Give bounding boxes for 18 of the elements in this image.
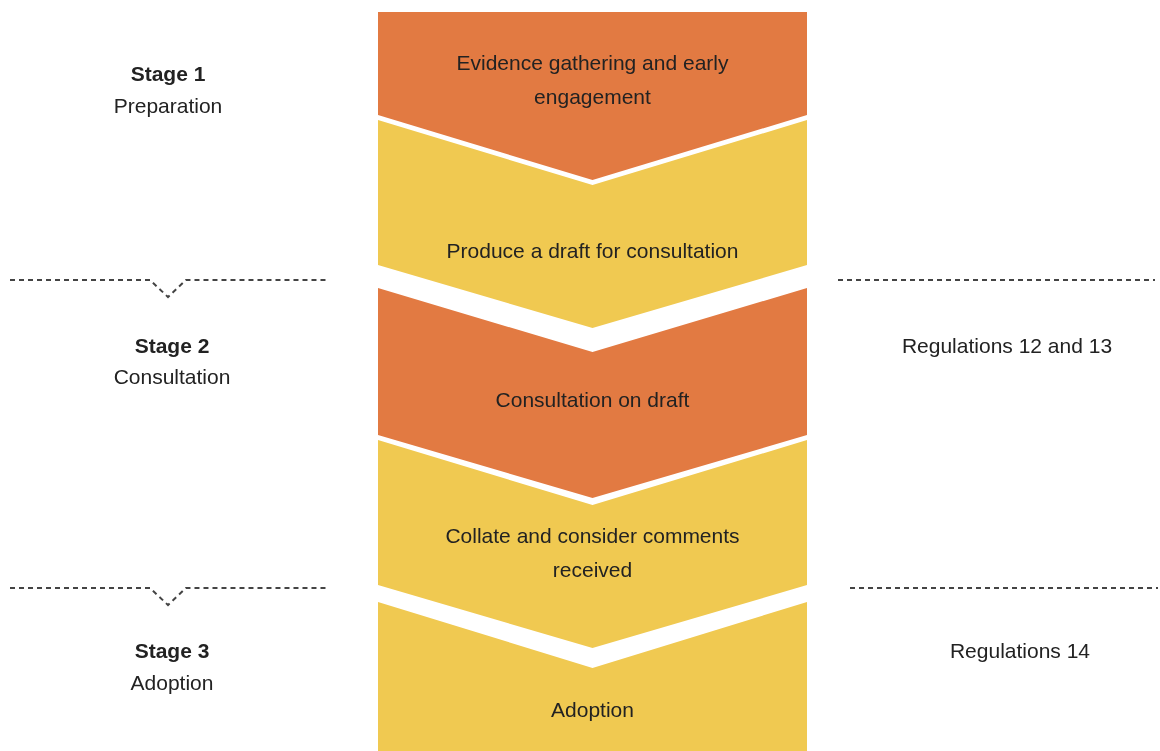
chevron-step xyxy=(378,602,807,751)
chevron-step xyxy=(378,440,807,648)
chevron-step xyxy=(378,288,807,498)
step-text: Adoption xyxy=(550,697,635,723)
regulation-note: Regulations 12 and 13 xyxy=(901,334,1113,358)
step-text: Consultation on draft xyxy=(494,387,691,413)
stage-name: Consultation xyxy=(113,365,231,389)
regulation-note: Regulations 14 xyxy=(949,639,1091,663)
step-text: Produce a draft for consultation xyxy=(445,238,740,264)
stage-heading: Stage 1 xyxy=(130,62,206,86)
stage-heading: Stage 2 xyxy=(134,334,210,358)
chevron-step xyxy=(378,120,807,328)
step-text: Evidence gathering and early engagement xyxy=(455,50,730,110)
chevron-step xyxy=(378,12,807,180)
stage-name: Preparation xyxy=(113,94,223,118)
stage-heading: Stage 3 xyxy=(134,639,210,663)
stage-name: Adoption xyxy=(130,671,214,695)
step-text: Collate and consider comments received xyxy=(444,523,741,583)
